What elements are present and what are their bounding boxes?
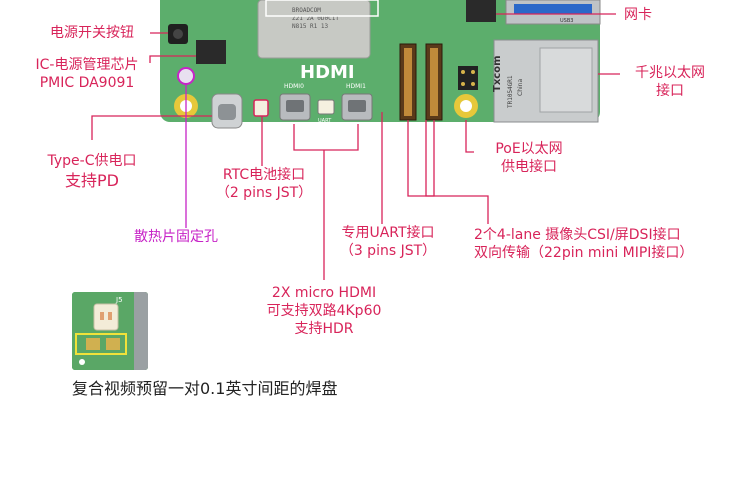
chip-text-2: Z21 2A 0D0C1T (292, 15, 339, 22)
inset-photo: J5 (72, 292, 148, 370)
label-poe-line2: 供电接口 (501, 159, 557, 175)
label-typec-line2: 支持PD (65, 171, 119, 190)
label-pmic: IC-电源管理芯片 PMIC DA9091 (22, 56, 152, 92)
chip-text-1: BROADCOM (292, 7, 321, 14)
hdmi-logo: HDMI (300, 62, 355, 83)
hdmi0-silk: HDMI0 (284, 83, 304, 90)
label-csi-line1: 2个4-lane 摄像头CSI/屏DSI接口 (474, 227, 681, 243)
label-typec: Type-C供电口 支持PD (28, 152, 156, 192)
label-hdmi: 2X micro HDMI 可支持双路4Kp60 支持HDR (254, 284, 394, 338)
inset-j5-silk: J5 (115, 296, 123, 304)
label-power-button: 电源开关按钮 (50, 25, 134, 41)
uart-connector-part (317, 99, 335, 115)
label-hdmi-line1: 2X micro HDMI (271, 285, 377, 301)
label-uart-line1: 专用UART接口 (341, 225, 435, 241)
heatsink-hole (177, 67, 195, 85)
label-ethernet-line1: 千兆以太网 (635, 65, 705, 81)
label-inset-caption: 复合视频预留一对0.1英寸间距的焊盘 (72, 379, 338, 398)
label-rtc: RTC电池接口 （2 pins JST） (204, 166, 324, 202)
label-pmic-line1: IC-电源管理芯片 (35, 57, 139, 73)
label-hdmi-line3: 支持HDR (294, 321, 354, 337)
rtc-connector-part (253, 99, 269, 117)
label-typec-line1: Type-C供电口 (47, 153, 137, 169)
label-ethernet-line2: 接口 (656, 83, 684, 99)
label-uart-line2: （3 pins JST） (339, 243, 437, 259)
nic-chip (466, 0, 496, 22)
inset-artwork: J5 (72, 292, 148, 370)
label-pmic-line2: PMIC DA9091 (39, 75, 135, 91)
label-csi-line2: 双向传输（22pin mini MIPI接口） (474, 245, 694, 261)
rj45-part: TR1054GR1 (507, 75, 514, 108)
poe-header-part (458, 66, 478, 90)
label-rtc-line2: （2 pins JST） (215, 185, 313, 201)
uart-silk: UART (318, 118, 332, 124)
chip-text-3: N815 R1 13 (292, 23, 329, 30)
pmic-chip (196, 40, 226, 64)
label-nic: 网卡 (624, 7, 652, 23)
label-csi: 2个4-lane 摄像头CSI/屏DSI接口 双向传输（22pin mini M… (474, 226, 693, 262)
label-rtc-line1: RTC电池接口 (222, 167, 306, 183)
hdmi1-silk: HDMI1 (346, 83, 366, 90)
label-uart: 专用UART接口 （3 pins JST） (328, 224, 448, 260)
rj45-origin: China (517, 79, 524, 96)
rj45-brand: Txcom (492, 56, 503, 93)
label-ethernet: 千兆以太网 接口 (620, 64, 720, 100)
leader-lines (91, 13, 620, 280)
usb3-silk: USB3 (560, 18, 573, 24)
label-poe: PoE以太网 供电接口 (474, 140, 584, 176)
label-hdmi-line2: 可支持双路4Kp60 (266, 303, 382, 319)
label-heatsink: 散热片固定孔 (134, 229, 218, 245)
soc-chip (257, 0, 371, 59)
label-poe-line1: PoE以太网 (495, 141, 563, 157)
